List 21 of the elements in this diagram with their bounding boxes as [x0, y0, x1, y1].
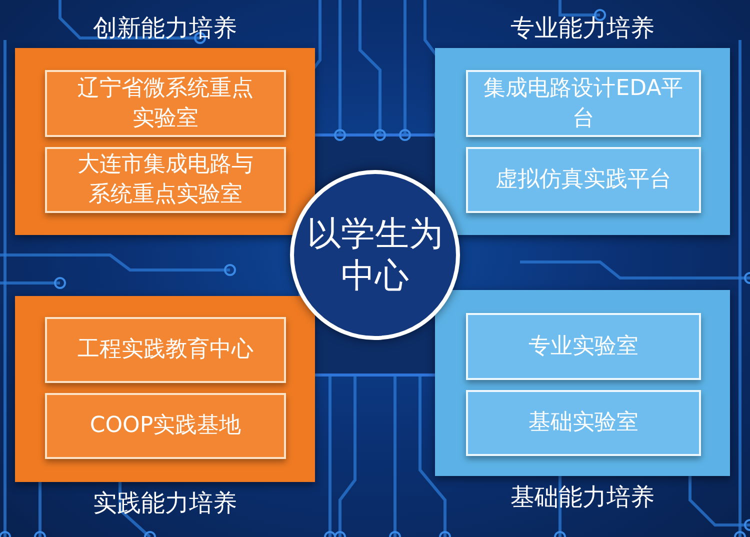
circle-label: 以学生为中心 [306, 213, 444, 297]
lab-label: 工程实践教育中心 [78, 336, 254, 364]
lab-label: 辽宁省微系统重点实验室 [76, 74, 254, 132]
lab-box [45, 317, 286, 383]
lab-label: COOP实践基地 [90, 412, 242, 440]
lab-box [466, 70, 701, 137]
lab-box [45, 70, 286, 137]
lab-box [45, 147, 286, 213]
lab-label: 基础实验室 [528, 409, 638, 437]
lab-box [45, 393, 286, 459]
lab-label: 大连市集成电路与系统重点实验室 [76, 151, 254, 209]
lab-label: 虚拟仿真实践平台 [496, 166, 672, 194]
section-title: 实践能力培养 [93, 488, 237, 518]
lab-box [466, 313, 701, 380]
lab-box [466, 390, 701, 456]
lab-box [466, 147, 701, 213]
section-title: 创新能力培养 [93, 13, 237, 43]
lab-label: 集成电路设计EDA平台 [482, 74, 684, 132]
section-title: 基础能力培养 [510, 482, 654, 512]
lab-label: 专业实验室 [528, 332, 638, 360]
section-title: 专业能力培养 [510, 13, 654, 43]
